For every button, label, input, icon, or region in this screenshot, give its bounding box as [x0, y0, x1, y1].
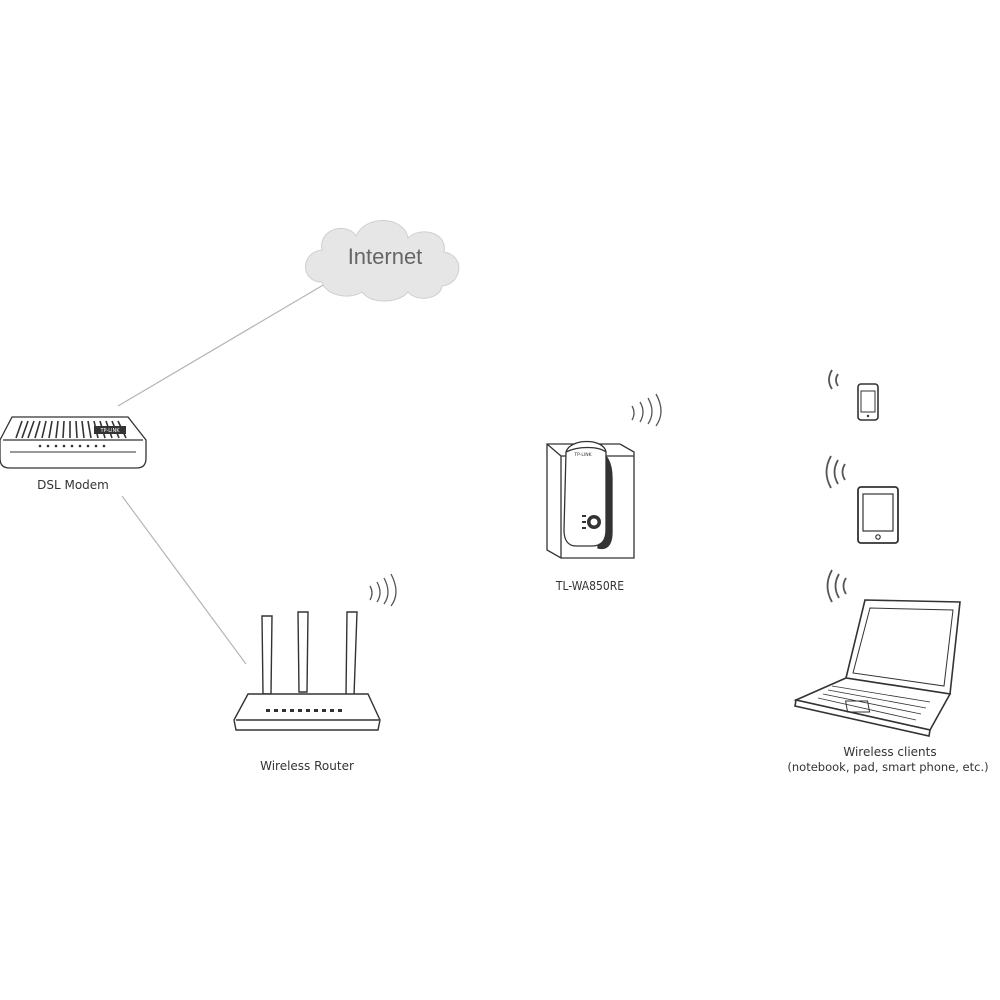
smartphone-signal-icon: [828, 369, 839, 390]
wireless-router-icon: [233, 611, 381, 731]
clients-label-line1: Wireless clients: [843, 745, 937, 759]
connection-modem-router: [121, 495, 247, 665]
router-signal-icon: [369, 573, 397, 607]
connection-modem-internet: [117, 283, 326, 407]
tablet-signal-icon: [825, 455, 846, 489]
extender-signal-icon: [631, 393, 662, 427]
smartphone-icon: [857, 383, 879, 421]
laptop-signal-icon: [826, 569, 847, 603]
range-extender-icon: [546, 440, 635, 559]
extender-logo-text: TP-LINK: [573, 452, 592, 458]
modem-label: DSL Modem: [37, 478, 109, 492]
tablet-icon: [857, 486, 899, 544]
dsl-modem-icon: [0, 416, 147, 469]
modem-logo-text: TP-LINK: [99, 428, 120, 434]
clients-label-line2: (notebook, pad, smart phone, etc.): [787, 760, 989, 774]
laptop-icon: [793, 599, 961, 737]
cloud-icon: [305, 220, 460, 302]
router-label: Wireless Router: [260, 759, 354, 773]
internet-label: Internet: [347, 244, 423, 269]
extender-label: TL-WA850RE: [555, 579, 625, 593]
